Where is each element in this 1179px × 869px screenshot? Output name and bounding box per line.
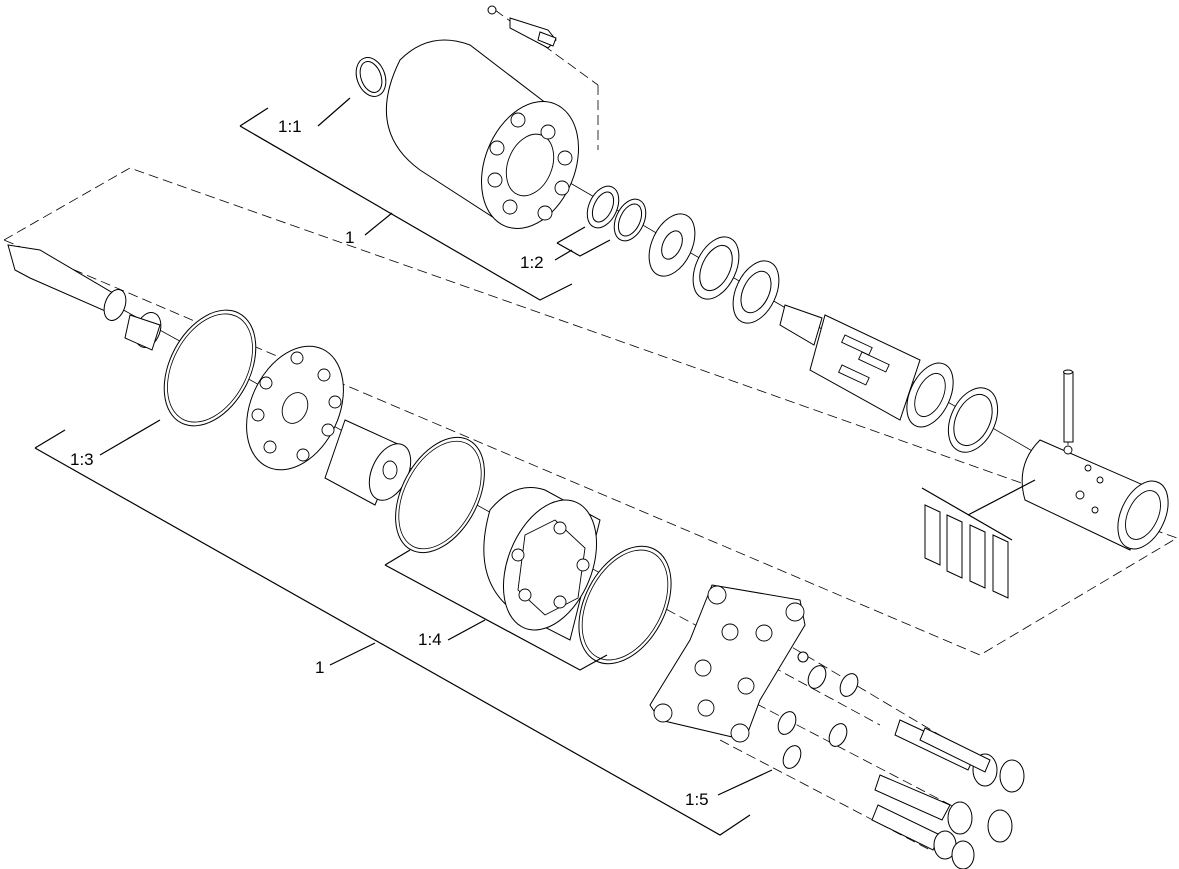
spring-plates xyxy=(924,504,1009,599)
upper-seal-stack xyxy=(586,185,780,324)
label-1-3: 1:3 xyxy=(70,450,94,469)
upper-housing-cylinder xyxy=(355,39,579,229)
key-pin-part xyxy=(487,5,557,49)
end-cover xyxy=(649,584,806,743)
lower-assembly-dashed-box xyxy=(3,167,1178,656)
wear-plate xyxy=(246,345,344,471)
bracket-lines xyxy=(34,97,1036,836)
drive-coupling xyxy=(324,419,412,506)
label-1-5: 1:5 xyxy=(685,790,709,809)
label-1-4: 1:4 xyxy=(418,630,442,649)
label-1-2: 1:2 xyxy=(520,253,544,272)
callout-labels: 1:1 1 1:2 1:3 1:4 1 1:5 xyxy=(70,117,709,809)
drive-shaft xyxy=(7,244,162,351)
spool-assembly xyxy=(779,304,999,453)
label-1-upper: 1 xyxy=(345,228,354,247)
port-o-rings xyxy=(777,651,859,769)
gerotor-set xyxy=(483,487,601,641)
port-fittings xyxy=(871,719,1025,869)
middle-o-ring xyxy=(395,436,485,554)
sleeve-with-pin xyxy=(1021,369,1169,551)
front-o-ring xyxy=(578,545,672,665)
label-1-lower: 1 xyxy=(315,658,324,677)
label-1-1: 1:1 xyxy=(278,117,302,136)
large-o-ring xyxy=(163,309,257,427)
